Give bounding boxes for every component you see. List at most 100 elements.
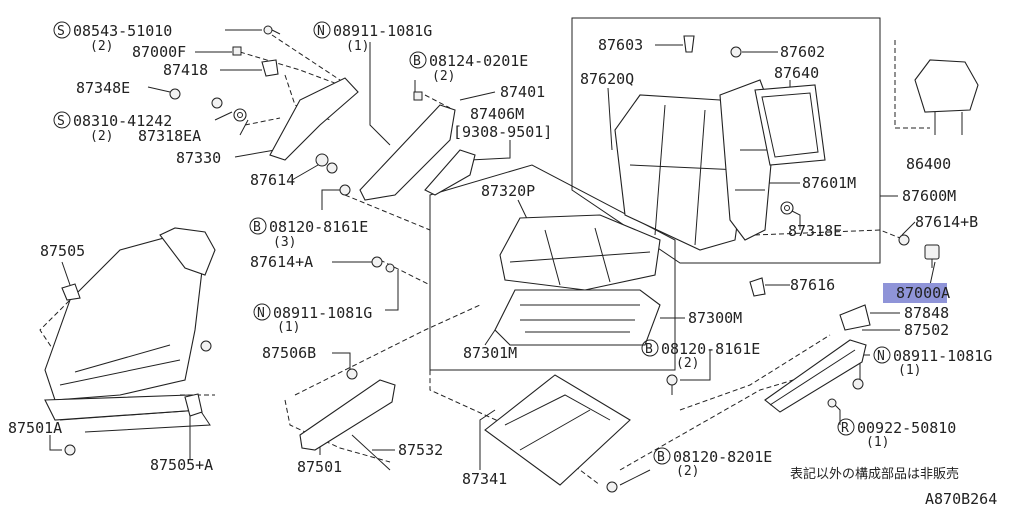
panel-87640 — [754, 84, 826, 166]
screw-87000F — [232, 46, 242, 56]
cover-87505 — [61, 283, 81, 301]
bolt-87614B — [898, 234, 910, 246]
label-08120b: 08120-8161E — [661, 340, 760, 358]
bolt-08120a — [339, 184, 351, 196]
symbol-b-4: B — [653, 447, 671, 465]
leader-87620Q — [607, 87, 613, 151]
leader-n08911-top — [369, 42, 391, 146]
cover-87505A — [184, 393, 203, 417]
label-87330: 87330 — [176, 149, 221, 167]
label-87602: 87602 — [780, 43, 825, 61]
recliner-87401 — [359, 104, 456, 201]
slide-87501 — [299, 379, 396, 451]
symbol-b-1: B — [409, 51, 427, 69]
label-87406M-range: [9308-9501] — [453, 123, 552, 141]
dash-mid-4 — [294, 304, 481, 396]
dash-left-2 — [239, 51, 341, 86]
label-87506B: 87506B — [262, 344, 316, 362]
label-08120c: 08120-8201E — [673, 448, 772, 466]
label-87401: 87401 — [500, 83, 545, 101]
recliner-87406M — [424, 149, 476, 196]
cover-87418 — [261, 59, 279, 77]
slide-87502 — [764, 339, 867, 413]
symbol-n-3: N — [873, 346, 891, 364]
label-87000F: 87000F — [132, 43, 186, 61]
svg-text:N: N — [317, 24, 325, 39]
leader-87406M — [469, 140, 511, 161]
svg-text:B: B — [253, 220, 261, 235]
label-08120b-qty: (2) — [676, 356, 699, 371]
clip-87348E — [169, 88, 181, 100]
label-87501A: 87501A — [8, 419, 62, 437]
label-87341: 87341 — [462, 470, 507, 488]
dash-mid-2 — [344, 194, 601, 486]
dash-mid-3 — [379, 259, 431, 286]
leader-87000A — [929, 261, 936, 286]
svg-text:B: B — [657, 450, 665, 465]
svg-text:S: S — [57, 114, 65, 129]
leader-87501A — [49, 435, 62, 451]
seatback-assembly-box — [571, 17, 881, 264]
label-n08911-right-qty: (1) — [898, 363, 921, 378]
label-87614A: 87614+A — [250, 253, 313, 271]
label-08124: 08124-0201E — [429, 52, 528, 70]
leader-87401 — [459, 91, 496, 101]
dash-right-2 — [754, 229, 906, 241]
symbol-r-1: R — [837, 418, 855, 436]
dash-right-1 — [894, 40, 930, 129]
label-87848: 87848 — [904, 304, 949, 322]
leader-08120b — [680, 350, 711, 381]
label-87501: 87501 — [297, 458, 342, 476]
label-87601M: 87601M — [802, 174, 856, 192]
leader-87348E — [147, 86, 171, 93]
symbol-n-1: N — [313, 21, 331, 39]
label-n08911-top-qty: (1) — [346, 39, 369, 54]
label-87505A: 87505+A — [150, 456, 213, 474]
label-87616: 87616 — [790, 276, 835, 294]
label-r00922: 00922-50810 — [857, 419, 956, 437]
label-87502: 87502 — [904, 321, 949, 339]
dash-left-seat — [39, 294, 76, 376]
label-08120a-qty: (3) — [273, 235, 296, 250]
label-87614B: 87614+B — [915, 213, 978, 231]
leader-87318EA — [239, 119, 249, 136]
svg-text:B: B — [413, 54, 421, 69]
label-87300M: 87300M — [688, 309, 742, 327]
symbol-n-2: N — [253, 303, 271, 321]
note-not-sold-separately: 表記以外の構成部品は非販売 — [790, 466, 959, 482]
label-87406M: 87406M — [470, 105, 524, 123]
dash-mid-5 — [284, 399, 391, 463]
dash-right-3 — [679, 334, 831, 411]
label-08120c-qty: (2) — [676, 464, 699, 479]
svg-text:S: S — [57, 24, 65, 39]
nut-87318EA — [233, 108, 247, 122]
bolt-08543 — [263, 25, 281, 35]
symbol-b-3: B — [641, 339, 659, 357]
bolt-87614A — [371, 256, 395, 273]
symbol-s-1: S — [53, 21, 71, 39]
label-08120a: 08120-8161E — [269, 218, 368, 236]
finisher-87330 — [269, 77, 359, 161]
label-n08911-mid-qty: (1) — [277, 320, 300, 335]
symbol-b-2: B — [249, 217, 267, 235]
frame-87341 — [484, 374, 631, 486]
bolt-n08911-right — [852, 378, 864, 390]
label-87418: 87418 — [163, 61, 208, 79]
label-n08911-right: 08911-1081G — [893, 347, 992, 365]
label-n08911-top: 08911-1081G — [333, 22, 432, 40]
bracket-87848 — [839, 304, 871, 331]
label-87603: 87603 — [598, 36, 643, 54]
clip-87603 — [683, 35, 695, 53]
screw-08310 — [211, 97, 223, 109]
dash-mid-1 — [424, 94, 451, 109]
leader-87301M — [484, 329, 496, 346]
cushion-frame-87301M — [494, 289, 661, 346]
label-87505: 87505 — [40, 242, 85, 260]
bolt-87506B — [346, 368, 358, 380]
svg-text:B: B — [645, 342, 653, 357]
label-08124-qty: (2) — [432, 69, 455, 84]
leader-87614 — [291, 164, 319, 181]
knob-87000A — [924, 244, 940, 268]
